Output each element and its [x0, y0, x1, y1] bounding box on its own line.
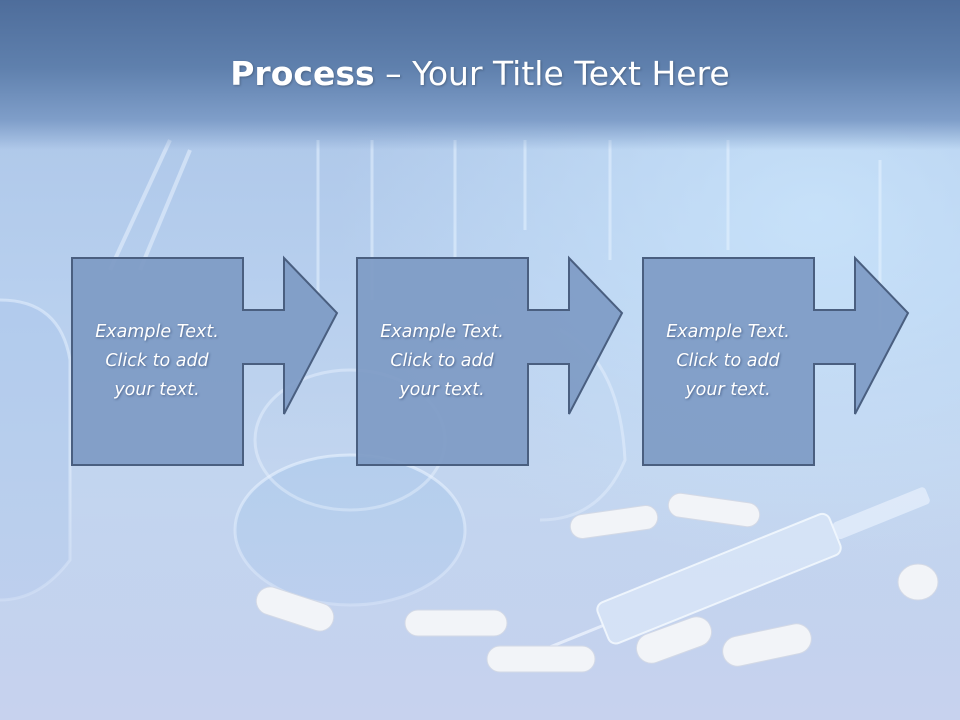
- slide-title[interactable]: Process – Your Title Text Here: [0, 52, 960, 96]
- step-3-text[interactable]: Example Text. Click to add your text.: [666, 321, 790, 400]
- step-1-shape: [71, 255, 339, 466]
- step-2-shape: [356, 255, 624, 466]
- process-step-2[interactable]: Example Text. Click to add your text.: [356, 255, 696, 467]
- step-1-text[interactable]: Example Text. Click to add your text.: [95, 321, 219, 400]
- step-3-shape: [642, 255, 910, 466]
- process-step-3[interactable]: Example Text. Click to add your text.: [642, 255, 960, 467]
- title-rest: – Your Title Text Here: [374, 54, 730, 93]
- step-2-text[interactable]: Example Text. Click to add your text.: [380, 321, 504, 400]
- title-bold: Process: [230, 54, 375, 93]
- process-step-1[interactable]: Example Text. Click to add your text.: [71, 255, 411, 467]
- title-band: [0, 0, 960, 150]
